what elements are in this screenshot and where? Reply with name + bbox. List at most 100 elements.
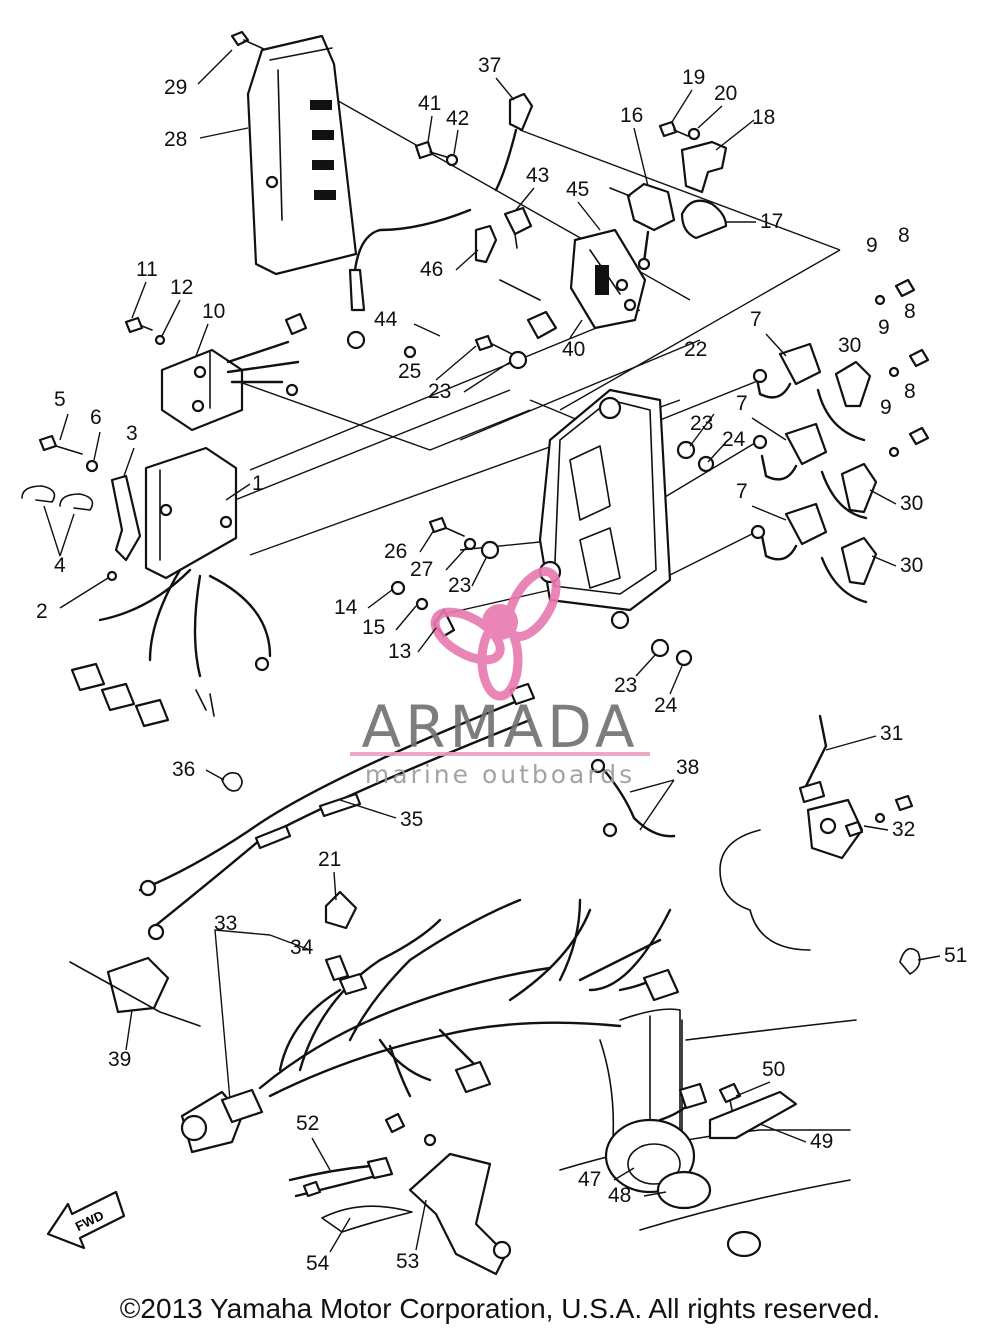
callout-labels: 29 28 37 41 42 19 20 18 16 43 45 17 46 9… xyxy=(36,54,967,1275)
watermark-rule xyxy=(350,752,650,756)
part-30-plug-cap-c xyxy=(820,536,878,604)
callout-28: 28 xyxy=(164,128,187,151)
part-2-screw xyxy=(106,570,118,582)
part-50-bolt xyxy=(718,1082,742,1121)
callout-30c: 30 xyxy=(900,554,923,577)
part-23-grommet-d xyxy=(650,638,670,658)
callout-4: 4 xyxy=(54,554,66,577)
callout-20: 20 xyxy=(714,82,737,105)
callout-24a: 24 xyxy=(722,428,746,451)
callout-44: 44 xyxy=(374,308,398,331)
callout-51: 51 xyxy=(944,944,967,967)
copyright-notice: ©2013 Yamaha Motor Corporation, U.S.A. A… xyxy=(119,1293,881,1324)
watermark-brand: ARMADA xyxy=(361,693,638,761)
part-40-rectifier xyxy=(499,228,647,340)
callout-34: 34 xyxy=(290,936,314,959)
part-7-coil-a xyxy=(752,342,822,399)
callout-13: 13 xyxy=(388,640,411,663)
part-9-washers xyxy=(874,294,900,458)
callout-50: 50 xyxy=(762,1058,785,1081)
callout-37: 37 xyxy=(478,54,501,77)
part-8-bolts xyxy=(894,278,930,446)
callout-23d: 23 xyxy=(614,674,637,697)
callout-9b: 9 xyxy=(878,316,890,339)
part-23-grommet-c xyxy=(480,540,500,560)
callout-30b: 30 xyxy=(900,492,923,515)
part-54-clip xyxy=(321,1205,413,1233)
callout-8a: 8 xyxy=(898,224,910,247)
engine-outline-partial xyxy=(719,829,811,951)
callout-35: 35 xyxy=(400,808,423,831)
callout-23a: 23 xyxy=(428,380,451,403)
callout-42: 42 xyxy=(446,107,469,130)
part-10-regulator xyxy=(160,312,308,432)
part-28-cover xyxy=(246,34,358,276)
callout-40: 40 xyxy=(562,338,585,361)
part-35-cable xyxy=(138,682,536,941)
part-51-clip xyxy=(899,947,921,975)
callout-6: 6 xyxy=(90,406,102,429)
part-27-washer xyxy=(463,537,477,551)
callout-38: 38 xyxy=(676,756,699,779)
part-25-bolt xyxy=(474,334,513,355)
part-43-connector xyxy=(503,206,533,249)
callout-43: 43 xyxy=(526,164,549,187)
part-11-bolt xyxy=(124,316,153,334)
part-32-bolt xyxy=(844,794,914,838)
callout-leaders xyxy=(43,49,941,1253)
callout-12: 12 xyxy=(170,276,193,299)
callout-45: 45 xyxy=(566,178,589,201)
callout-7b: 7 xyxy=(736,392,748,415)
part-42-washer xyxy=(445,153,459,167)
part-6-washer xyxy=(85,459,99,473)
callout-16: 16 xyxy=(620,104,643,127)
watermark-tagline: marine outboards xyxy=(365,760,635,789)
callout-8b: 8 xyxy=(904,300,916,323)
part-19-bolt xyxy=(658,120,689,138)
callout-1: 1 xyxy=(252,472,264,495)
part-38-lead xyxy=(590,758,676,838)
part-37-plug-cap xyxy=(346,92,534,350)
callout-54: 54 xyxy=(306,1252,330,1275)
callout-7c: 7 xyxy=(736,480,748,503)
callout-23c: 23 xyxy=(448,574,471,597)
fwd-arrow-icon: FWD xyxy=(46,1190,126,1250)
part-16-relay xyxy=(609,182,676,271)
callout-5: 5 xyxy=(54,388,66,411)
part-14-nut xyxy=(390,580,406,596)
part-15-washer xyxy=(415,597,429,611)
callout-49: 49 xyxy=(810,1130,833,1153)
callout-47: 47 xyxy=(578,1168,601,1191)
callout-22: 22 xyxy=(684,338,707,361)
watermark: ARMADA marine outboards xyxy=(350,567,650,789)
part-34-fuse xyxy=(324,954,368,996)
part-7-coil-b xyxy=(752,422,828,481)
part-7-coil-c xyxy=(750,502,828,561)
part-44-washer xyxy=(403,345,417,359)
part-48-ring xyxy=(656,1170,712,1210)
part-31-sensor xyxy=(798,714,864,860)
callout-32: 32 xyxy=(892,818,915,841)
callout-8c: 8 xyxy=(904,380,916,403)
callout-52: 52 xyxy=(296,1112,319,1135)
callout-31: 31 xyxy=(880,722,903,745)
part-30-plug-cap-a xyxy=(816,360,872,442)
part-5-bolt xyxy=(38,434,83,455)
callout-7a: 7 xyxy=(750,308,762,331)
callout-17: 17 xyxy=(760,210,783,233)
callout-27: 27 xyxy=(410,558,433,581)
part-29-bolt xyxy=(230,30,267,51)
propeller-logo-icon xyxy=(430,567,561,701)
callout-24b: 24 xyxy=(654,694,678,717)
callout-25: 25 xyxy=(398,360,421,383)
part-23-grommet-a xyxy=(508,350,528,370)
callout-23b: 23 xyxy=(690,412,713,435)
callout-36: 36 xyxy=(172,758,195,781)
part-30-plug-cap-b xyxy=(820,462,878,520)
part-4-clamps xyxy=(21,485,94,511)
part-33-harness xyxy=(180,898,680,1154)
part-17-clamp xyxy=(680,199,728,240)
callout-2: 2 xyxy=(36,600,48,623)
callout-33: 33 xyxy=(214,912,237,935)
